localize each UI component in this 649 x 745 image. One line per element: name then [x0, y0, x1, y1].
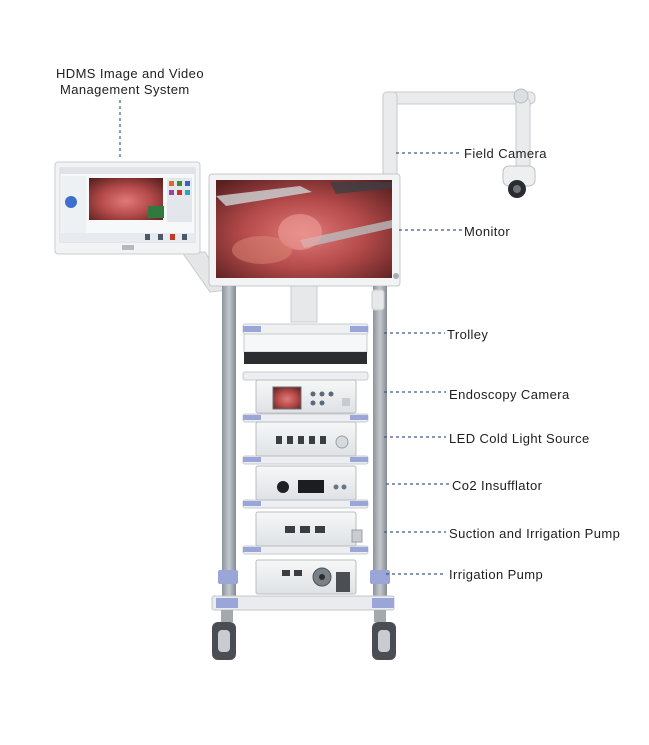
endoscopy-camera-unit — [255, 379, 357, 414]
label-irrigation-pump: Irrigation Pump — [449, 567, 544, 582]
label-co2-insufflator: Co2 Insufflator — [452, 478, 543, 493]
field-camera-head — [502, 165, 536, 198]
trolley-casters — [212, 610, 396, 660]
trolley-frame — [222, 286, 387, 604]
label-trolley: Trolley — [447, 327, 489, 342]
label-monitor: Monitor — [464, 224, 511, 239]
label-endoscopy-camera: Endoscopy Camera — [449, 387, 570, 402]
suction-irrigation-pump-unit — [255, 511, 363, 547]
label-hdms-line1: HDMS Image and Video — [56, 66, 204, 81]
co2-insufflator-unit — [255, 465, 357, 501]
trolley-shelves — [211, 323, 395, 611]
label-field-camera: Field Camera — [464, 146, 547, 161]
irrigation-pump-unit — [255, 559, 357, 595]
label-hdms-line2: Management System — [60, 82, 190, 97]
main-monitor — [208, 173, 401, 323]
label-hdms: HDMS Image and Video Management System — [56, 66, 204, 98]
label-led-light-source: LED Cold Light Source — [449, 431, 590, 446]
led-light-source-unit — [255, 421, 357, 457]
label-suction-pump: Suction and Irrigation Pump — [449, 526, 621, 541]
hdms-tablet — [54, 161, 229, 293]
leader-lines — [119, 100, 462, 575]
